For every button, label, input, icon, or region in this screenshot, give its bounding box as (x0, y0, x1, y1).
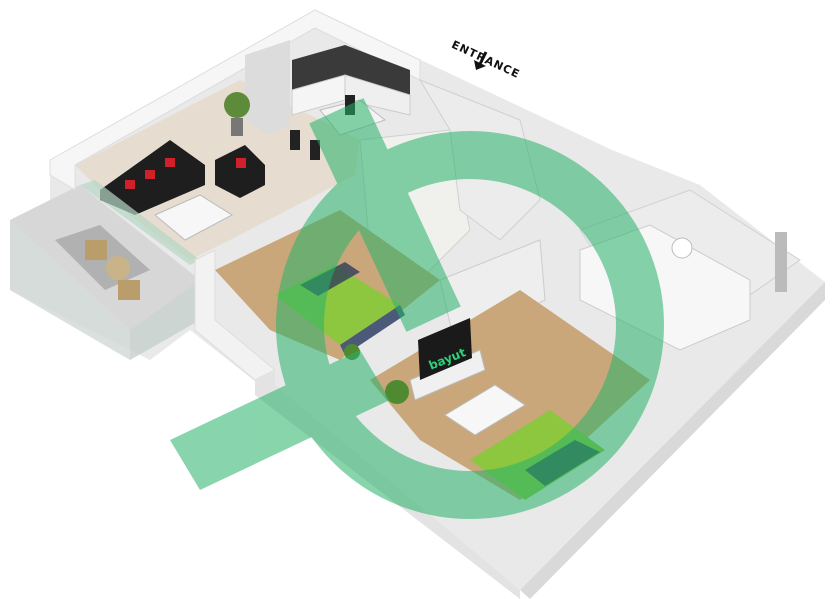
bedroom-partition (439, 239, 546, 346)
coffee-table (154, 194, 233, 241)
glass-partition (80, 180, 200, 265)
shower-panel (775, 232, 787, 292)
tv-unit (409, 318, 486, 401)
bench (444, 384, 526, 436)
plant-icon (224, 92, 250, 136)
tv-screen (418, 318, 472, 380)
entrance-arrow-icon (474, 51, 488, 70)
balcony-chair (118, 280, 140, 300)
balcony-table (106, 256, 130, 280)
sink (671, 237, 693, 259)
back-wall (49, 9, 421, 191)
balcony-chair (85, 240, 107, 260)
front-wall (520, 282, 825, 599)
balcony (10, 185, 200, 360)
sofa (100, 140, 265, 215)
watermark (170, 98, 664, 519)
